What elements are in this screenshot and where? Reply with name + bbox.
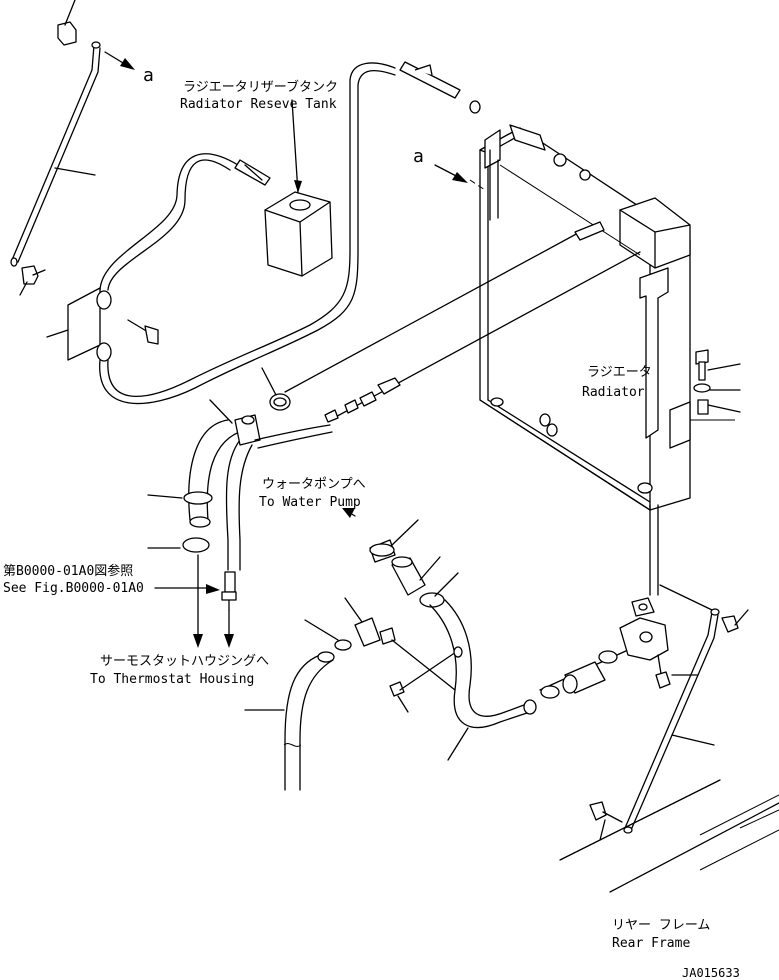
bracket-bolt	[127, 319, 159, 345]
overflow-hose	[99, 61, 481, 405]
right-stay-rod	[589, 584, 749, 841]
water-pump-label-en: To Water Pump	[259, 495, 361, 510]
drain-hose	[244, 651, 335, 791]
rear-frame-label-jp: リヤー フレーム	[612, 918, 710, 933]
rear-frame	[559, 779, 779, 893]
water-pump-label-jp: ウォータポンプへ	[262, 477, 366, 492]
radiator-label-jp: ラジエータ	[587, 365, 652, 380]
drawing-number: JA015633	[682, 966, 740, 980]
ref-arrow-a	[434, 164, 468, 183]
thermostat-label-en: To Thermostat Housing	[90, 672, 254, 687]
water-pump-hoses	[304, 508, 537, 761]
rear-frame-label-en: Rear Frame	[612, 936, 690, 951]
reserve-tank	[264, 99, 333, 277]
see-fig-label-en: See Fig.B0000-01A0	[3, 581, 144, 596]
left-stay-rod	[10, 0, 135, 296]
radiator-hose	[261, 221, 641, 423]
reserve-tank-label-jp: ラジエータリザーブタンク	[183, 79, 338, 95]
outlet-hose	[539, 504, 699, 699]
see-fig-label-jp: 第B0000-01A0図参照	[3, 563, 133, 579]
bypass-pipe	[147, 399, 333, 611]
thermostat-arrows	[154, 554, 234, 648]
ref-a-label: a	[413, 146, 424, 167]
radiator	[469, 124, 735, 511]
reserve-tank-label-en: Radiator Reseve Tank	[180, 97, 337, 112]
hose-bracket	[46, 287, 112, 362]
radiator-label-en: Radiator	[582, 385, 645, 400]
radiator-mount-bolts	[693, 349, 741, 415]
thermostat-label-jp: サーモスタットハウジングへ	[100, 654, 269, 669]
ref-a-label: a	[143, 65, 154, 86]
